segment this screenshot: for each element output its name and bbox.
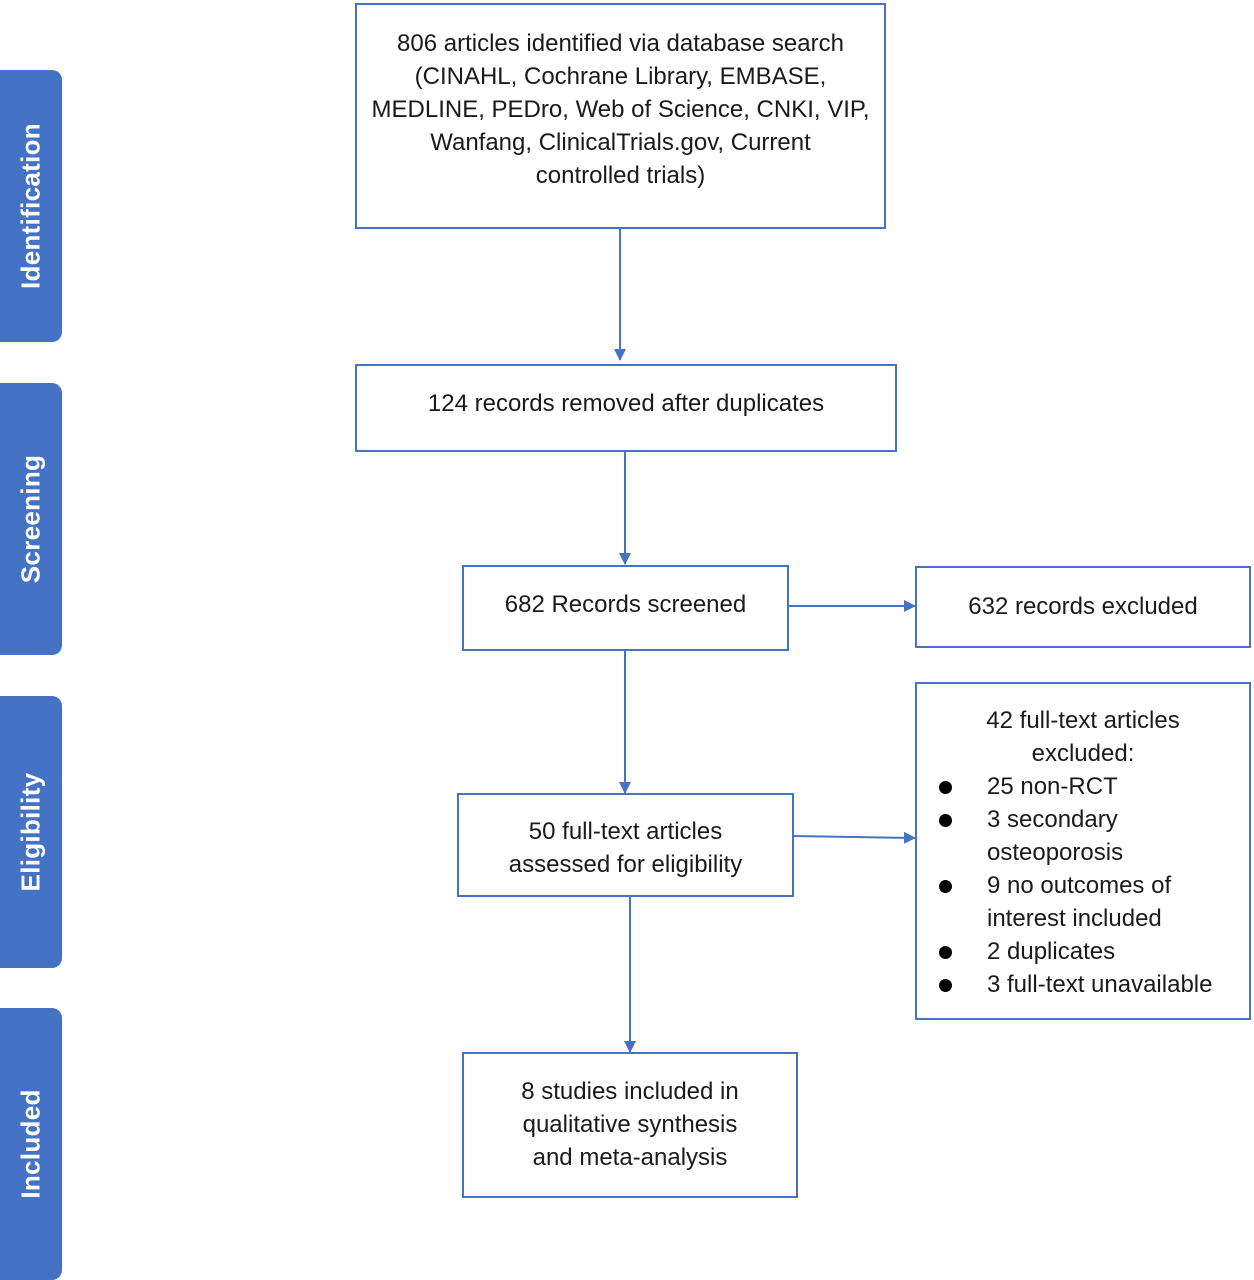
- exclusion-reason-item: 25 non-RCT: [917, 770, 1249, 803]
- box-database-search: 806 articles identified via database sea…: [355, 3, 886, 229]
- bullet-icon: [939, 946, 952, 959]
- fulltext-excluded-title-line-1: 42 full-text articles: [986, 707, 1180, 734]
- box-records-screened: 682 Records screened: [462, 565, 789, 651]
- exclusion-reason-text: 3 full-text unavailable: [987, 971, 1213, 998]
- bullet-icon: [939, 880, 952, 893]
- exclusion-reason-item: 3 secondary osteoporosis: [917, 803, 1249, 869]
- phase-included: Included: [0, 1008, 62, 1280]
- box-fulltext-assessed: 50 full-text articles assessed for eligi…: [457, 793, 794, 897]
- exclusion-reason-text-continued: interest included: [987, 905, 1162, 932]
- database-search-line-1: 806 articles identified via database sea…: [397, 30, 844, 57]
- exclusion-reasons-list: 25 non-RCT 3 secondary osteoporosis 9 no…: [917, 770, 1249, 1001]
- database-search-line-2: (CINAHL, Cochrane Library, EMBASE,: [414, 63, 827, 90]
- duplicates-removed-text: 124 records removed after duplicates: [427, 390, 825, 417]
- exclusion-reason-text-continued: osteoporosis: [987, 839, 1124, 866]
- bullet-icon: [939, 979, 952, 992]
- exclusion-reason-text: 2 duplicates: [987, 938, 1116, 965]
- fulltext-excluded-title-line-2: excluded:: [1031, 740, 1135, 767]
- exclusion-reason-item: 9 no outcomes of interest included: [917, 869, 1249, 935]
- box-records-excluded: 632 records excluded: [915, 566, 1251, 648]
- phase-identification: Identification: [0, 70, 62, 342]
- exclusion-reason-text: 9 no outcomes of: [987, 872, 1172, 899]
- exclusion-reason-item: 2 duplicates: [917, 935, 1249, 968]
- fulltext-assessed-line-2: assessed for eligibility: [508, 851, 743, 878]
- included-studies-line-2: qualitative synthesis: [522, 1111, 738, 1138]
- box-fulltext-excluded: 42 full-text articles excluded: 25 non-R…: [915, 682, 1251, 1020]
- fulltext-assessed-line-1: 50 full-text articles: [528, 818, 723, 845]
- phase-eligibility: Eligibility: [0, 696, 62, 968]
- database-search-line-3: MEDLINE, PEDro, Web of Science, CNKI, VI…: [371, 96, 870, 123]
- box-included-studies: 8 studies included in qualitative synthe…: [462, 1052, 798, 1198]
- bullet-icon: [939, 781, 952, 794]
- database-search-line-5: controlled trials): [535, 162, 706, 189]
- exclusion-reason-text: 25 non-RCT: [987, 773, 1118, 800]
- records-screened-text: 682 Records screened: [504, 591, 747, 618]
- bullet-icon: [939, 814, 952, 827]
- phase-screening: Screening: [0, 383, 62, 655]
- exclusion-reason-text: 3 secondary: [987, 806, 1118, 833]
- database-search-line-4: Wanfang, ClinicalTrials.gov, Current: [430, 129, 811, 156]
- box-duplicates-removed: 124 records removed after duplicates: [355, 364, 897, 452]
- arrow-assessed-to-excluded: [792, 831, 916, 844]
- exclusion-reason-item: 3 full-text unavailable: [917, 968, 1249, 1001]
- included-studies-line-3: and meta-analysis: [532, 1144, 728, 1171]
- included-studies-line-1: 8 studies included in: [521, 1078, 739, 1105]
- records-excluded-text: 632 records excluded: [968, 593, 1198, 620]
